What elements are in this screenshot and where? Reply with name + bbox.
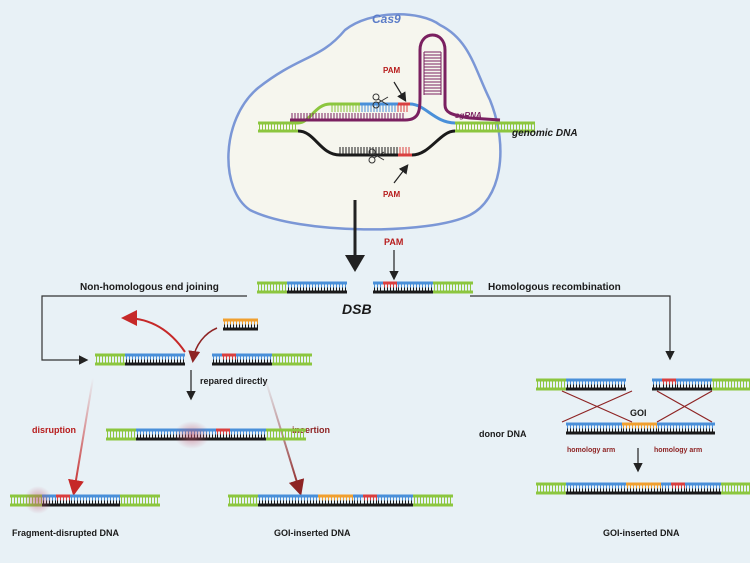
- pam-label-top: PAM: [383, 66, 401, 75]
- genomic-dna-label: genomic DNA: [511, 128, 578, 139]
- scissors-icon: [368, 148, 385, 164]
- nhej-left-fragment: [95, 353, 185, 366]
- dsb-right-fragment: [373, 281, 473, 294]
- homologous-crossover: [561, 390, 713, 423]
- nhej-path: [41, 295, 247, 365]
- dna-ladders: [10, 281, 750, 514]
- dsb-label: DSB: [342, 301, 372, 317]
- fragment-disrupted-label: Fragment-disrupted DNA: [12, 528, 120, 538]
- pam-arrow-top: [393, 81, 407, 103]
- homology-arm-right-label: homology arm: [654, 447, 702, 454]
- fragment-disrupted-dna: [10, 494, 160, 507]
- donor-dna: [566, 422, 715, 435]
- pam-arrow-bottom: [393, 164, 409, 184]
- pam-label-bottom: PAM: [383, 190, 401, 199]
- homology-arm-left-label: homology arm: [567, 447, 615, 454]
- nhej-right-fragment: [212, 353, 312, 366]
- hr-left-fragment: [536, 378, 626, 391]
- scissors-icon: [372, 93, 389, 109]
- donor-dna-label: donor DNA: [479, 429, 527, 439]
- dsb-left-fragment: [257, 281, 347, 294]
- nhej-label: Non-homologous end joining: [80, 282, 219, 293]
- insertion-label: insertion: [292, 425, 330, 435]
- disruption-arrow: [68, 377, 94, 496]
- cas9-protein: [227, 13, 502, 231]
- goi-inserted-left-label: GOI-inserted DNA: [274, 528, 351, 538]
- goi-inserted-right-label: GOI-inserted DNA: [603, 528, 680, 538]
- genomic-dna: [258, 102, 535, 157]
- sgrna-structure: [290, 33, 501, 122]
- disruption-label: disruption: [32, 425, 76, 435]
- nhej-red-curve-arrow: [121, 310, 186, 353]
- goi-label: GOI: [630, 408, 647, 418]
- hr-path: [470, 295, 675, 361]
- sgrna-label: sgRNA: [455, 111, 482, 120]
- goi-inserted-dna-right: [536, 482, 750, 495]
- goi-inserted-dna-left: [228, 494, 453, 507]
- goi-fragment: [223, 318, 258, 331]
- hr-label: Homologous recombination: [488, 282, 621, 293]
- hr-right-fragment: [652, 378, 750, 391]
- pam-label-dsb: PAM: [384, 237, 403, 247]
- cas9-label: Cas9: [372, 12, 401, 26]
- goi-insert-curve-arrow: [188, 327, 218, 363]
- repaired-directly-label: repared directly: [200, 376, 268, 386]
